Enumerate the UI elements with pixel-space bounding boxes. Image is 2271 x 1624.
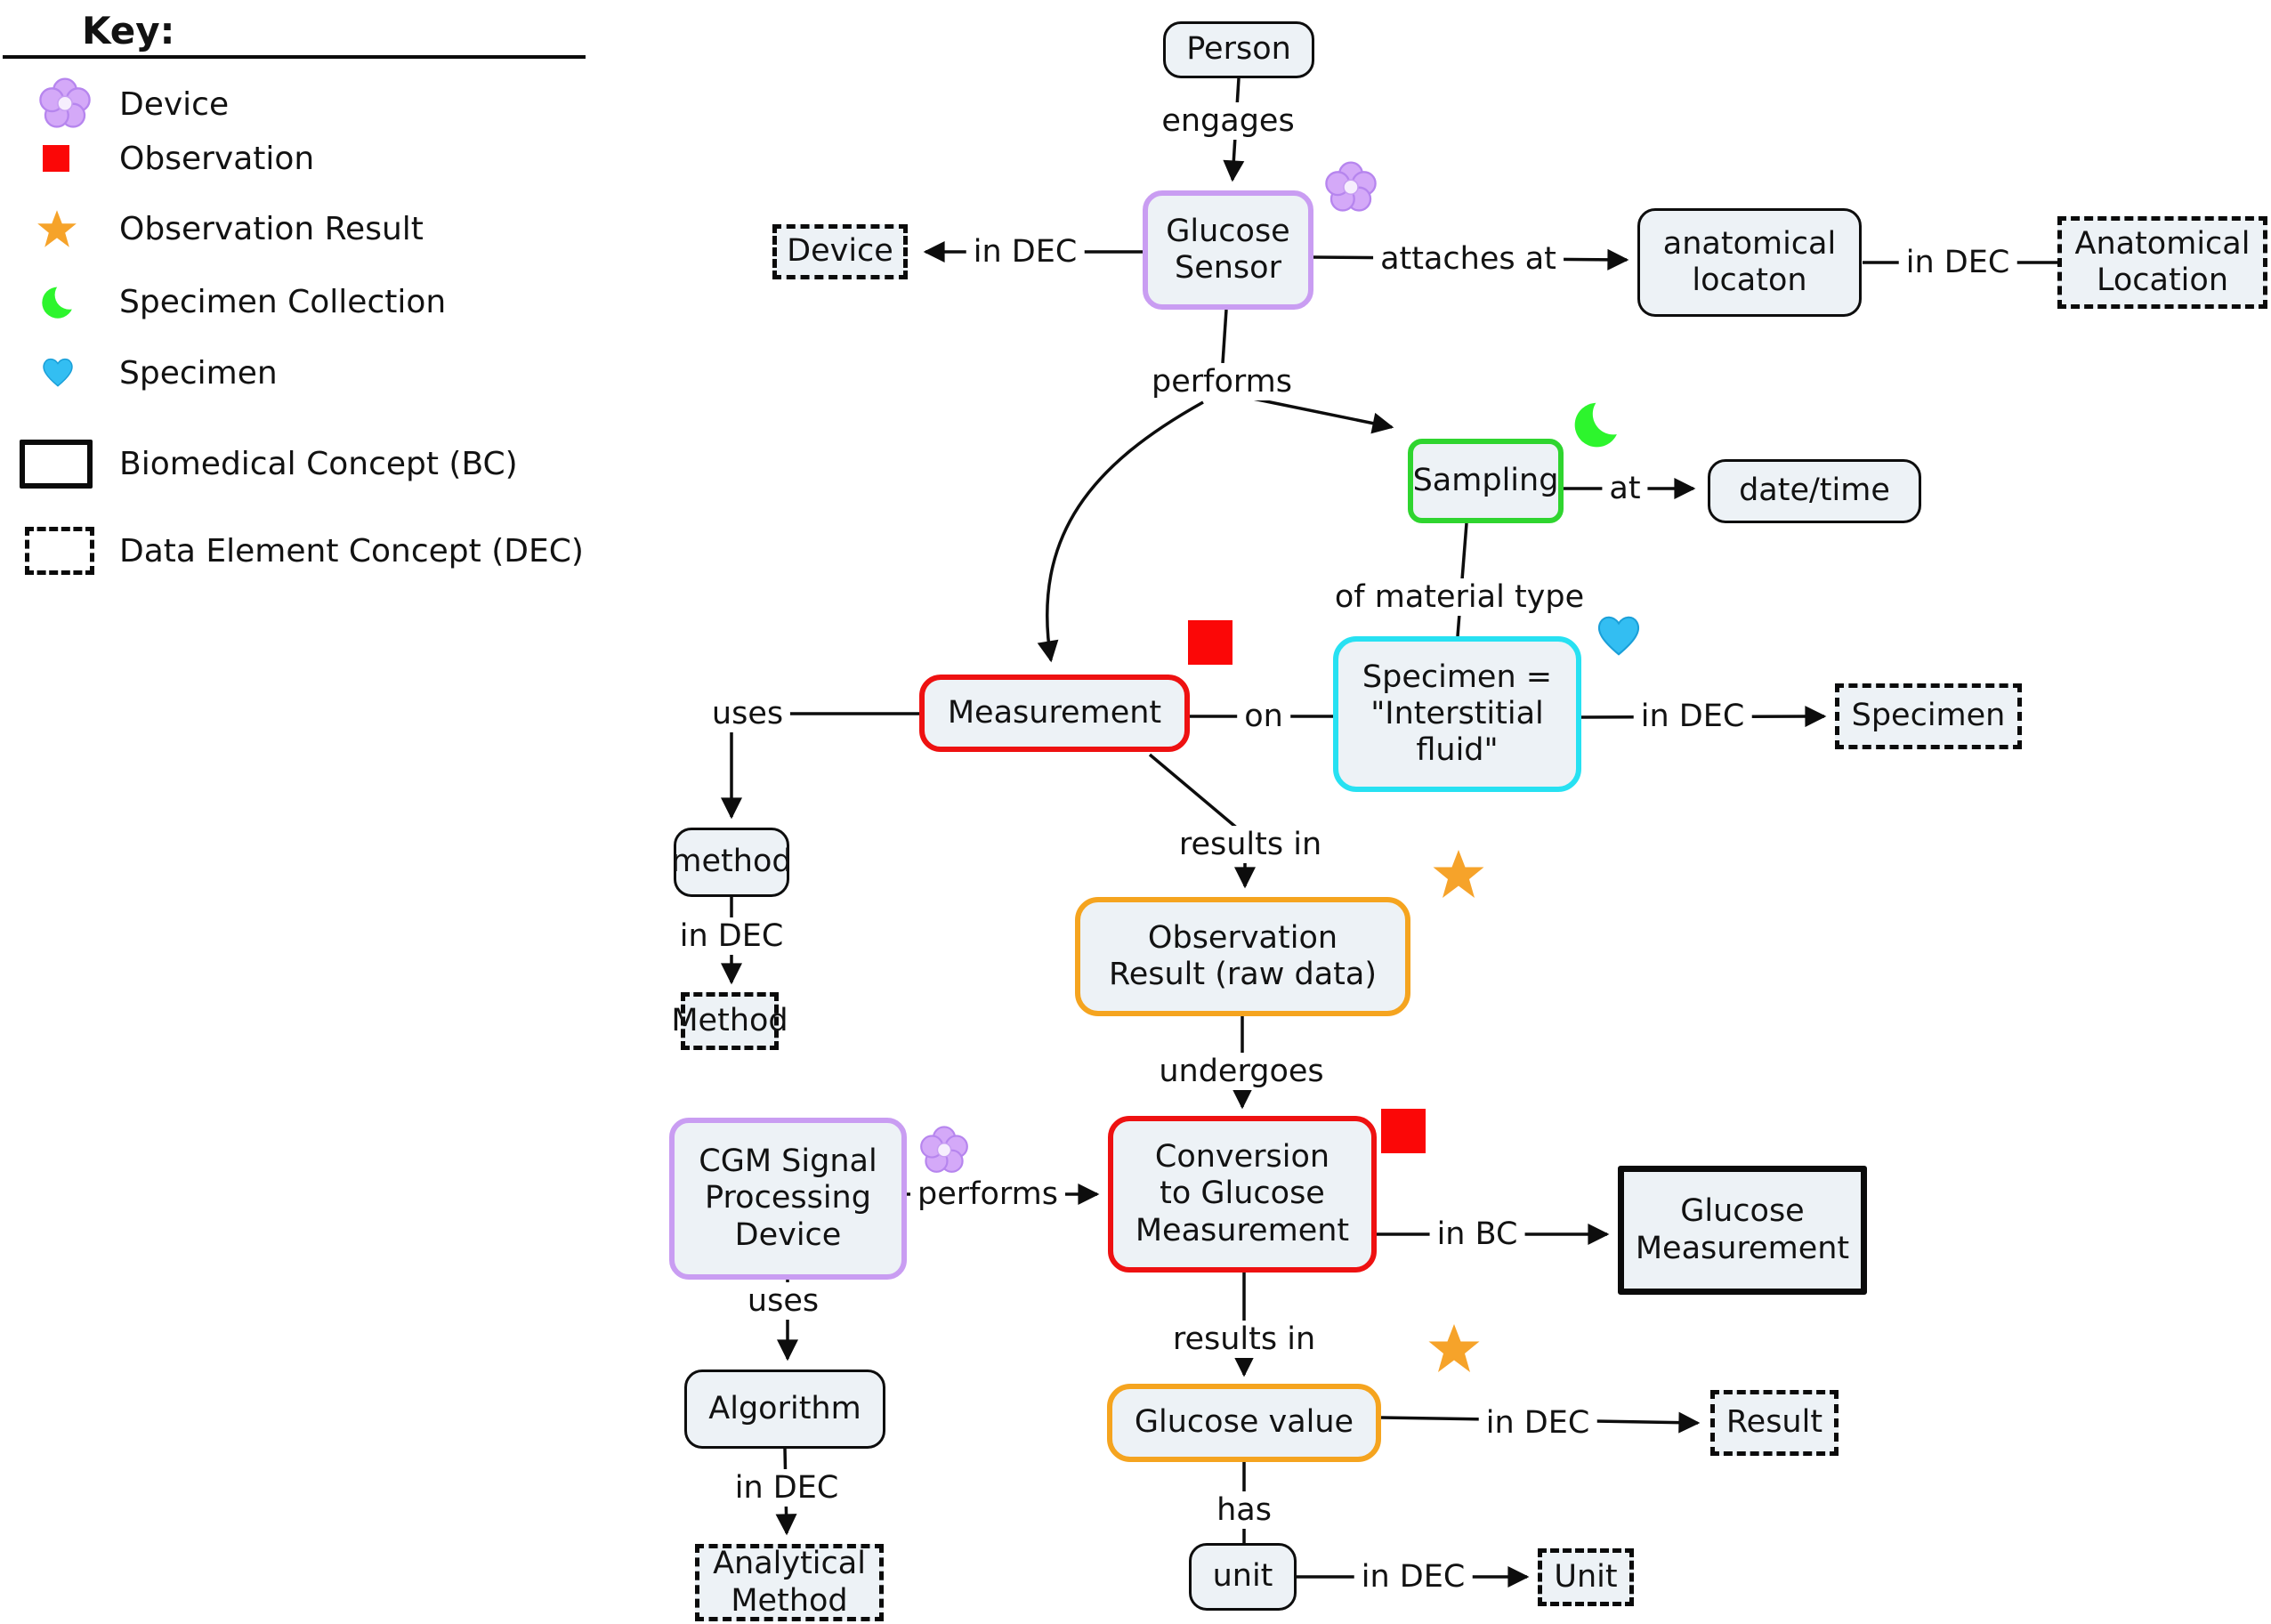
- observation-square-icon: [43, 145, 69, 172]
- sampling-crescent-icon: [1571, 392, 1626, 455]
- node-observation-result: Observation Result (raw data): [1075, 897, 1410, 1016]
- edge-label-performs-sensor: performs: [1144, 363, 1299, 400]
- node-algorithm: Algorithm: [684, 1369, 885, 1449]
- specimen-collection-crescent-icon: [39, 281, 78, 322]
- key-label-observation-result: Observation Result: [119, 210, 424, 247]
- node-unit-dec: Unit: [1538, 1548, 1634, 1606]
- node-measurement: Measurement: [919, 675, 1190, 752]
- glucose-sensor-flower-icon: [1323, 158, 1378, 217]
- edge-label-in-bc: in BC: [1429, 1216, 1525, 1253]
- conversion-observation-square-icon: [1381, 1109, 1426, 1153]
- node-date-time: date/time: [1708, 459, 1921, 523]
- node-sampling: Sampling: [1408, 439, 1564, 523]
- measurement-observation-square-icon: [1188, 620, 1232, 665]
- edge-label-at: at: [1602, 470, 1648, 507]
- edge-label-on: on: [1237, 698, 1290, 735]
- observation-result-star-diagram-icon: [1431, 847, 1486, 901]
- edge-label-performs-cgm: performs: [910, 1176, 1065, 1213]
- node-cgm-signal-processing-device: CGM Signal Processing Device: [669, 1118, 907, 1280]
- biomedical-concept-box-icon: [20, 440, 93, 489]
- specimen-heart-icon: [37, 354, 78, 392]
- node-analytical-method-dec: Analytical Method: [695, 1544, 884, 1621]
- key-label-data-element-concept: Data Element Concept (DEC): [119, 532, 584, 570]
- edge-label-in-dec-algorithm: in DEC: [727, 1469, 846, 1507]
- edge-label-results-in-conversion: results in: [1165, 1321, 1323, 1358]
- node-anatomical-location-dec: Anatomical Location: [2057, 216, 2267, 309]
- edge-label-in-dec-unit: in DEC: [1354, 1558, 1473, 1596]
- node-glucose-measurement-bc: Glucose Measurement: [1618, 1166, 1867, 1295]
- node-specimen-interstitial-fluid: Specimen = "Interstitial fluid": [1333, 636, 1581, 792]
- edge-label-of-material-type: of material type: [1327, 578, 1592, 616]
- node-method: method: [671, 828, 792, 897]
- glucose-value-star-icon: [1426, 1321, 1483, 1375]
- node-glucose-sensor: Glucose Sensor: [1143, 190, 1313, 310]
- cgm-device-flower-icon: [918, 1121, 970, 1180]
- edge-label-in-dec-device: in DEC: [966, 233, 1085, 271]
- edge-label-in-dec-specimen: in DEC: [1633, 698, 1752, 735]
- edge-label-attaches-at: attaches at: [1373, 240, 1564, 278]
- edge-label-in-dec-result: in DEC: [1478, 1404, 1597, 1442]
- node-method-dec: Method: [671, 992, 788, 1050]
- node-person: Person: [1163, 21, 1314, 78]
- edge-label-undergoes: undergoes: [1152, 1053, 1331, 1090]
- observation-result-star-icon: [36, 208, 78, 249]
- key-underline: [3, 55, 586, 59]
- node-device-dec: Device: [772, 224, 908, 279]
- node-result-dec: Result: [1710, 1390, 1839, 1456]
- device-flower-icon: [37, 77, 93, 132]
- data-element-concept-box-icon: [25, 527, 94, 575]
- node-conversion-to-glucose-measurement: Conversion to Glucose Measurement: [1108, 1116, 1377, 1273]
- edge-label-engages: engages: [1154, 102, 1302, 140]
- node-glucose-value: Glucose value: [1107, 1384, 1381, 1462]
- key-label-observation: Observation: [119, 140, 315, 177]
- key-title: Key:: [82, 9, 175, 53]
- edge-label-uses-cgm: uses: [739, 1282, 827, 1320]
- specimen-heart-diagram-icon: [1591, 610, 1646, 662]
- edge-label-uses-measurement: uses: [704, 695, 791, 732]
- node-specimen-dec: Specimen: [1835, 683, 2022, 749]
- edge-label-in-dec-method: in DEC: [672, 917, 791, 955]
- edge-label-has: has: [1209, 1491, 1279, 1529]
- edge-label-results-in-measurement: results in: [1171, 826, 1329, 863]
- key-label-device: Device: [119, 85, 230, 123]
- key-label-specimen-collection: Specimen Collection: [119, 283, 447, 320]
- edge-label-in-dec-anatomical: in DEC: [1898, 244, 2017, 281]
- node-unit: unit: [1189, 1543, 1297, 1611]
- node-anatomical-locaton: anatomical locaton: [1637, 208, 1862, 317]
- key-label-biomedical-concept: Biomedical Concept (BC): [119, 445, 518, 482]
- key-label-specimen: Specimen: [119, 354, 278, 392]
